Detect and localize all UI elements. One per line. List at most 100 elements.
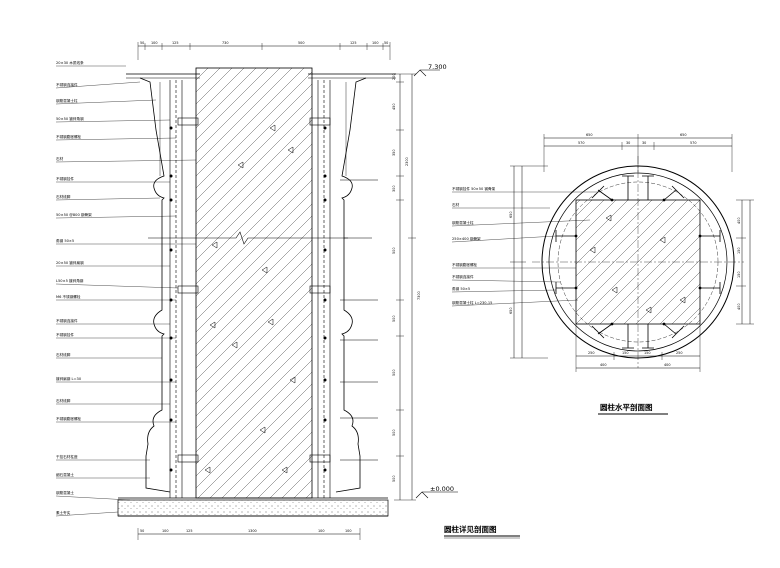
dim-right-sub: 2300: [405, 157, 409, 166]
note-19: 不锈钢膨胀螺栓: [56, 416, 82, 421]
left-leaders: [55, 65, 197, 517]
note-11: 20×50 镀锌扁钢: [56, 260, 84, 265]
dim-right-3: 350: [392, 150, 396, 156]
note-4: 50×50 镀锌角钢: [56, 116, 84, 121]
note-16: 石材线脚: [56, 352, 71, 357]
anchor-bolts: [574, 198, 702, 326]
sec-dim-top-2: 650: [680, 133, 686, 137]
level-marker-base: ±0.000: [415, 485, 458, 499]
sec-dim-bottom-1: 250: [588, 351, 594, 355]
sec-dim-bottom-3: 150: [644, 351, 650, 355]
sec-dim-top-5: 30: [642, 141, 646, 145]
dim-right-9: 500: [392, 476, 396, 482]
note-5: 不锈钢膨胀螺栓: [56, 134, 82, 139]
note-10: 角钢 50×5: [56, 238, 74, 243]
sec-dim-bottom-6: 400: [664, 363, 670, 367]
note-15: 不锈钢挂件: [56, 332, 74, 337]
sec-dim-right-2: 150: [737, 248, 741, 254]
note-12: L50×5 镀锌角钢: [56, 278, 84, 283]
dim-bottom-4: 1300: [248, 529, 257, 533]
note-17: 镀锌扁钢 L=30: [56, 376, 82, 381]
sec-dim-top-6: 570: [690, 141, 696, 145]
sec-dim-bottom-5: 400: [600, 363, 606, 367]
section-title-block: 圆柱水平剖面图: [598, 402, 668, 415]
sec-note-4: 250×400 钢骨架: [452, 236, 481, 241]
sec-dim-top-4: 30: [626, 141, 630, 145]
note-23: 素土夯实: [56, 510, 71, 515]
section-bottom-dims: 250 150 150 250 400 400: [575, 324, 701, 372]
note-2: 不锈钢连接件: [56, 82, 78, 87]
radial-brackets: [555, 175, 721, 349]
dim-right-total: 7300: [417, 291, 421, 300]
concrete-core: [195, 67, 313, 499]
dim-right-2: 450: [392, 104, 396, 110]
sec-dim-bottom-4: 250: [676, 351, 682, 355]
note-20: 干挂石材柱座: [56, 454, 78, 459]
dim-top-2: 100: [151, 41, 157, 45]
aggregate-marks: [204, 124, 296, 474]
note-9: 50×50 @800 钢骨架: [56, 212, 92, 217]
section-right-dims: 400 150 150 400: [736, 199, 754, 325]
section-top-dims: 650 650 570 30 30 570: [543, 133, 733, 172]
level-top-text: 7.300: [428, 63, 447, 71]
section-title: 圆柱水平剖面图: [600, 402, 653, 412]
level-ticks: [340, 179, 378, 461]
dim-top-7: 100: [372, 41, 378, 45]
note-13: M6 不锈钢螺栓: [56, 294, 81, 299]
bottom-dimension-chain: 50 100 125 1300 100 100: [137, 528, 361, 540]
note-21: 细石混凝土: [56, 472, 74, 477]
elevation-title-block: 圆柱详见剖面图: [444, 524, 520, 539]
section-leaders: [451, 191, 598, 307]
sec-note-3: 钢筋混凝土柱: [452, 220, 474, 225]
right-cladding: [317, 77, 367, 498]
note-6: 石材: [56, 156, 64, 161]
note-7: 不锈钢挂件: [56, 176, 74, 181]
top-dimension-chain: 50 100 125 730 500 125 100 50: [137, 41, 391, 60]
dim-right-4: 300: [392, 186, 396, 192]
elevation-title: 圆柱详见剖面图: [444, 524, 497, 534]
sec-dim-top-1: 650: [586, 133, 592, 137]
dim-bottom-6: 100: [345, 529, 351, 533]
section-left-dims: 650 650: [509, 165, 548, 359]
note-18: 石材线脚: [56, 398, 71, 403]
sec-note-8: 钢筋混凝土柱 L=230-15: [452, 300, 492, 305]
dim-top-8: 50: [384, 41, 388, 45]
steel-brackets: [169, 117, 331, 472]
sec-note-7: 角钢 50×5: [452, 286, 470, 291]
dim-bottom-5: 100: [318, 529, 324, 533]
dim-top-1: 50: [140, 41, 144, 45]
sec-dim-right-1: 400: [737, 218, 741, 224]
dim-top-3: 125: [172, 41, 178, 45]
section-notes: 不锈钢挂件 50×50 钢骨架 石材 钢筋混凝土柱 250×400 钢骨架 不锈…: [452, 186, 496, 305]
foundation: [117, 497, 389, 517]
column-elevation: 50 100 125 730 500 125 100 50: [55, 41, 520, 540]
sec-dim-left-2: 650: [509, 308, 513, 314]
sec-dim-left-1: 650: [509, 212, 513, 218]
sec-dim-top-3: 570: [578, 141, 584, 145]
left-notes: 20×30 木质线条 不锈钢连接件 钢筋混凝土柱 50×50 镀锌角钢 不锈钢膨…: [56, 60, 92, 515]
sec-dim-right-4: 400: [737, 304, 741, 310]
sec-dim-bottom-2: 150: [622, 351, 628, 355]
sec-note-2: 石材: [452, 202, 460, 207]
level-base-text: ±0.000: [430, 485, 454, 493]
dim-right-8: 500: [392, 430, 396, 436]
level-marker-top: 7.300: [413, 63, 447, 77]
note-22: 钢筋混凝土: [56, 490, 74, 495]
dim-right-5: 500: [392, 248, 396, 254]
dim-bottom-1: 50: [140, 529, 144, 533]
sec-dim-right-3: 150: [737, 272, 741, 278]
dim-top-6: 125: [350, 41, 356, 45]
dim-bottom-3: 125: [186, 529, 192, 533]
dim-top-4: 730: [222, 41, 228, 45]
note-14: 不锈钢连接件: [56, 318, 78, 323]
sec-note-6: 不锈钢连接件: [452, 274, 474, 279]
dim-top-5: 500: [298, 41, 304, 45]
dim-bottom-2: 100: [162, 529, 168, 533]
section-aggregate: [589, 214, 686, 314]
sec-note-5: 不锈钢膨胀螺栓: [452, 262, 478, 267]
column-plan-section: 650 650 570 30 30 570: [451, 133, 754, 415]
right-dimension-chain: 200 450 350 300 500 500 500 500 500 2300…: [392, 74, 421, 501]
note-8: 石材线脚: [56, 194, 71, 199]
sec-note-1: 不锈钢挂件 50×50 钢骨架: [452, 186, 496, 191]
